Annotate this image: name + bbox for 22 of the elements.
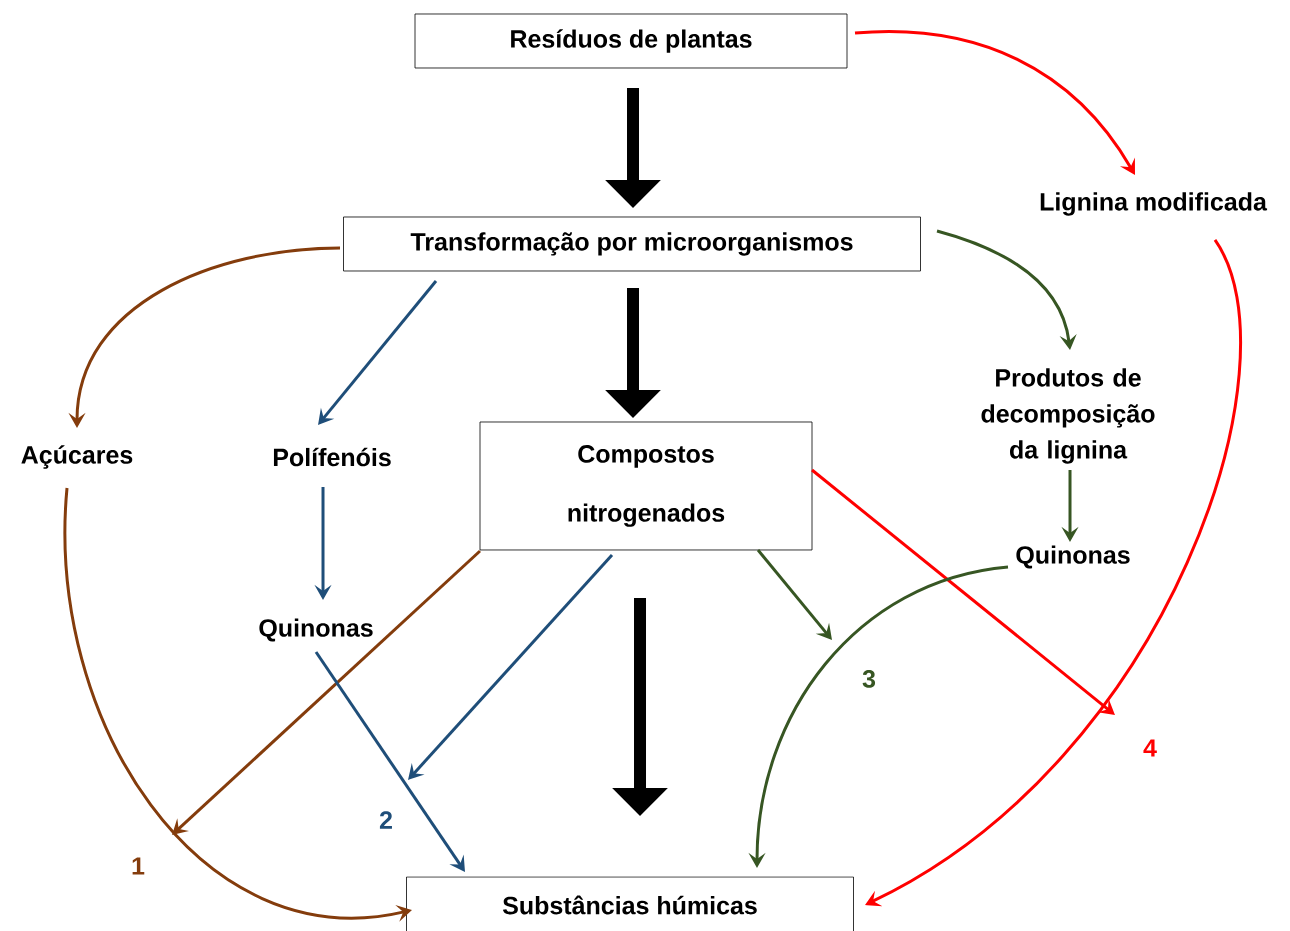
arrow [408,553,614,780]
process-box: Compostos nitrogenados [479,421,813,551]
process-box: Substâncias húmicas [406,876,854,931]
process-box: Transformação por microorganismos [343,216,921,272]
arrow [172,549,482,835]
arrow [854,30,1135,175]
arrow [318,280,438,425]
compound-label: Polífenóis [273,447,391,467]
compound-label: Quinonas [1016,545,1130,569]
arrow [314,651,465,872]
pathway-number: 3 [862,670,876,688]
process-box: Resíduos de plantas [414,13,848,69]
pathway-number: 1 [132,857,145,875]
pathway-number: 2 [379,811,392,829]
compound-label: Lignina modificada [1040,192,1268,216]
arrow [756,549,832,640]
compound-label: Açúcares [21,445,133,469]
pathway-number: 4 [1143,739,1157,757]
arrow [865,239,1242,907]
compound-label: Quinonas [259,618,373,642]
compound-label: Produtos de decomposição da lignina [981,368,1155,464]
arrow [811,468,1115,715]
